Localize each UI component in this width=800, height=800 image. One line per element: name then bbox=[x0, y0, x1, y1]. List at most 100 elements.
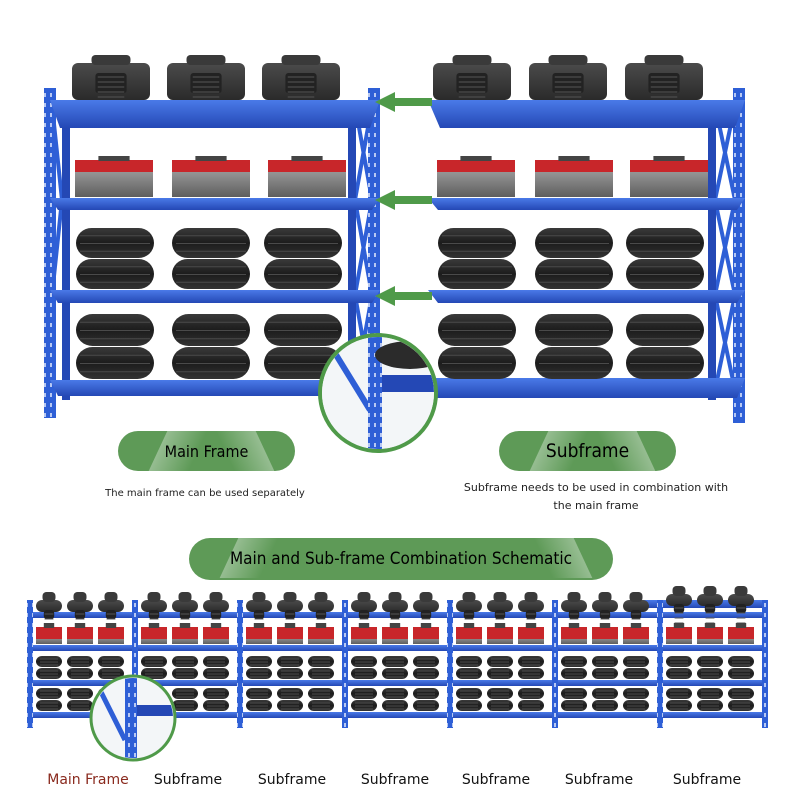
tire-stack bbox=[456, 688, 482, 711]
toolbox bbox=[592, 623, 618, 644]
equipment-case bbox=[172, 592, 198, 635]
bottom-label-subframe-1: Subframe bbox=[153, 772, 223, 788]
tire-stack bbox=[592, 688, 618, 711]
toolbox bbox=[67, 623, 93, 644]
tire-stack bbox=[351, 656, 377, 679]
toolbox bbox=[561, 623, 587, 644]
toolbox bbox=[268, 156, 346, 197]
upright bbox=[237, 600, 243, 728]
bottom-label-subframe-2: Subframe bbox=[257, 772, 327, 788]
toolbox bbox=[351, 623, 377, 644]
equipment-case bbox=[141, 592, 167, 635]
bottom-label-subframe-5: Subframe bbox=[564, 772, 634, 788]
toolbox bbox=[535, 156, 613, 197]
tire-stack bbox=[666, 688, 692, 711]
equipment-case bbox=[203, 592, 229, 635]
shelf-beam bbox=[30, 680, 765, 686]
equipment-cases bbox=[72, 55, 703, 100]
equipment-case bbox=[72, 55, 150, 100]
toolbox bbox=[98, 623, 124, 644]
tire-stack bbox=[518, 688, 544, 711]
tire-stack bbox=[456, 656, 482, 679]
upright bbox=[27, 600, 33, 728]
tire-stack bbox=[172, 688, 198, 711]
tire-stack bbox=[172, 228, 250, 289]
tire-stack bbox=[308, 688, 334, 711]
toolbox bbox=[246, 623, 272, 644]
toolbox bbox=[630, 156, 708, 197]
shelf-beam bbox=[30, 645, 765, 651]
subframe-rack bbox=[395, 88, 745, 423]
main-frame-title: Main Frame bbox=[164, 441, 249, 461]
tire-stack bbox=[413, 656, 439, 679]
tire-stack bbox=[561, 656, 587, 679]
schematic-title-pill: Main and Sub-frame Combination Schematic bbox=[189, 538, 613, 580]
tire-stack bbox=[264, 228, 342, 289]
tire-stack bbox=[36, 688, 62, 711]
tire-stack bbox=[623, 656, 649, 679]
bottom-label-main-frame: Main Frame bbox=[47, 772, 129, 788]
toolbox bbox=[75, 156, 153, 197]
tire-stack bbox=[67, 688, 93, 711]
tire-stack bbox=[535, 314, 613, 379]
upright bbox=[552, 600, 558, 728]
tire-stack bbox=[535, 228, 613, 289]
toolbox bbox=[141, 623, 167, 644]
tire-stack bbox=[518, 656, 544, 679]
equipment-case bbox=[262, 55, 340, 100]
tire-stack bbox=[172, 314, 250, 379]
main-frame-description: The main frame can be used separately bbox=[105, 488, 305, 499]
toolbox bbox=[172, 156, 250, 197]
tire-stack bbox=[382, 656, 408, 679]
tire-stack bbox=[413, 688, 439, 711]
tire-stack bbox=[728, 688, 754, 711]
equipment-case bbox=[518, 592, 544, 635]
upright bbox=[657, 600, 663, 728]
toolbox bbox=[308, 623, 334, 644]
equipment-case bbox=[67, 592, 93, 635]
tire-stack bbox=[67, 656, 93, 679]
tire-stack bbox=[623, 688, 649, 711]
equipment-case bbox=[433, 55, 511, 100]
equipment-case bbox=[561, 592, 587, 635]
toolbox bbox=[413, 623, 439, 644]
tire-stack bbox=[592, 656, 618, 679]
toolbox bbox=[728, 623, 754, 644]
tire-stack bbox=[203, 656, 229, 679]
tire-stack bbox=[666, 656, 692, 679]
bottom-label-subframe-4: Subframe bbox=[461, 772, 531, 788]
equipment-case bbox=[529, 55, 607, 100]
tire-stack bbox=[697, 656, 723, 679]
connection-detail-magnifier bbox=[318, 333, 438, 453]
toolbox bbox=[382, 623, 408, 644]
tire-stack bbox=[246, 688, 272, 711]
tire-stack bbox=[277, 688, 303, 711]
equipment-case bbox=[382, 592, 408, 635]
tire-stack bbox=[277, 656, 303, 679]
tire-stack bbox=[76, 228, 154, 289]
tire-stack bbox=[382, 688, 408, 711]
left-arrow-icon bbox=[375, 92, 432, 306]
toolbox bbox=[437, 156, 515, 197]
subframe-pill: Subframe bbox=[499, 431, 676, 471]
tire-stack bbox=[351, 688, 377, 711]
upright bbox=[762, 600, 768, 728]
equipment-case bbox=[308, 592, 334, 635]
shelf-beam bbox=[30, 712, 765, 718]
tire-stack bbox=[172, 656, 198, 679]
tire-stack bbox=[626, 314, 704, 379]
subframe-title: Subframe bbox=[545, 440, 630, 462]
upright bbox=[447, 600, 453, 728]
tire-stack bbox=[487, 656, 513, 679]
tire-stack bbox=[697, 688, 723, 711]
combination-rack bbox=[27, 586, 768, 728]
tire-stack bbox=[76, 314, 154, 379]
tire-stack bbox=[438, 314, 516, 379]
toolbox bbox=[172, 623, 198, 644]
main-frame-rack bbox=[44, 88, 380, 448]
toolbox bbox=[203, 623, 229, 644]
equipment-case bbox=[666, 586, 692, 629]
toolbox bbox=[277, 623, 303, 644]
tire-stack bbox=[561, 688, 587, 711]
